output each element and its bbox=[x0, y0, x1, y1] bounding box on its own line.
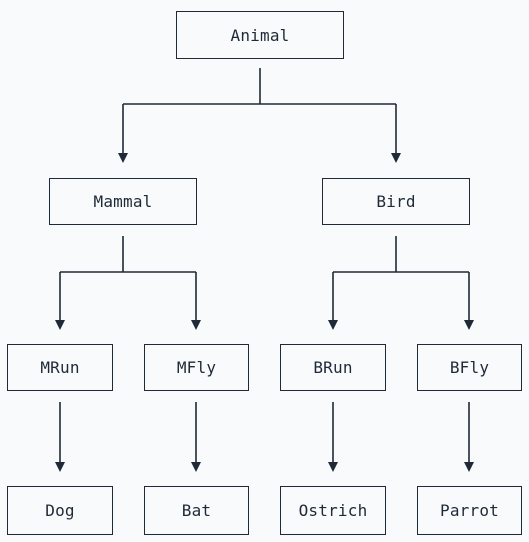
node-ostrich: Ostrich bbox=[280, 486, 386, 535]
node-mammal-label: Mammal bbox=[93, 192, 153, 211]
node-mrun: MRun bbox=[7, 344, 113, 391]
node-parrot-label: Parrot bbox=[440, 501, 499, 520]
node-brun: BRun bbox=[280, 344, 386, 391]
node-bird: Bird bbox=[322, 178, 470, 225]
node-bat-label: Bat bbox=[181, 501, 212, 520]
node-mfly-label: MFly bbox=[176, 358, 217, 377]
node-ostrich-label: Ostrich bbox=[298, 501, 368, 520]
node-bfly: BFly bbox=[417, 344, 522, 391]
node-parrot: Parrot bbox=[417, 486, 522, 535]
node-animal: Animal bbox=[176, 11, 344, 59]
node-dog-label: Dog bbox=[45, 501, 75, 520]
node-mfly: MFly bbox=[144, 344, 249, 391]
node-brun-label: BRun bbox=[313, 358, 353, 377]
node-bfly-label: BFly bbox=[449, 358, 490, 377]
node-animal-label: Animal bbox=[230, 25, 290, 45]
node-mrun-label: MRun bbox=[40, 358, 80, 377]
node-mammal: Mammal bbox=[49, 178, 197, 225]
node-bird-label: Bird bbox=[376, 192, 416, 211]
node-bat: Bat bbox=[144, 486, 249, 535]
node-dog: Dog bbox=[7, 486, 113, 535]
